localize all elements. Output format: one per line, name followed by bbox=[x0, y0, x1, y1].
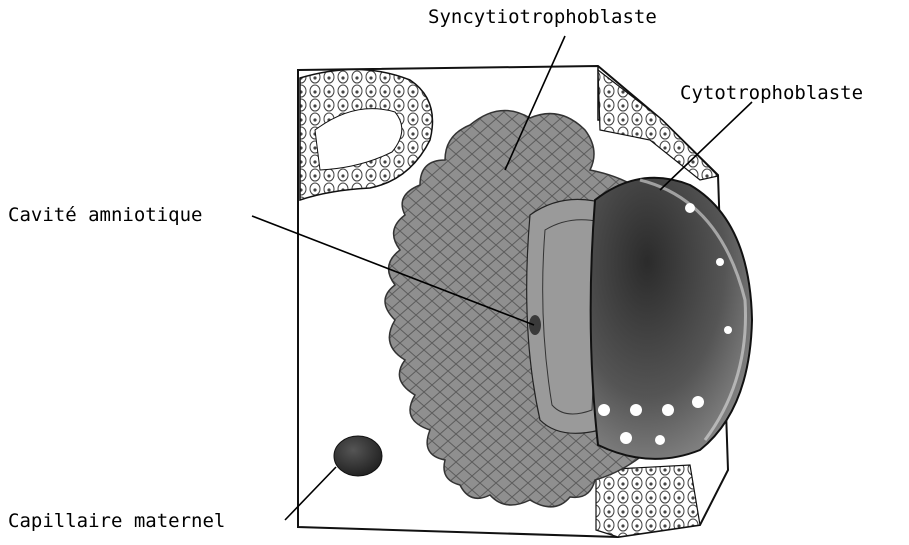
label-cavite-amniotique: Cavité amniotique bbox=[8, 206, 202, 225]
epithelium-right-bottom bbox=[596, 465, 700, 537]
maternal-capillary bbox=[334, 436, 382, 476]
label-cytotrophoblaste: Cytotrophoblaste bbox=[680, 84, 863, 103]
blastocyst-cavity bbox=[591, 178, 752, 459]
amniotic-cavity bbox=[529, 315, 541, 335]
label-capillaire-maternel: Capillaire maternel bbox=[8, 512, 225, 531]
label-syncytiotrophoblaste: Syncytiotrophoblaste bbox=[428, 8, 657, 27]
